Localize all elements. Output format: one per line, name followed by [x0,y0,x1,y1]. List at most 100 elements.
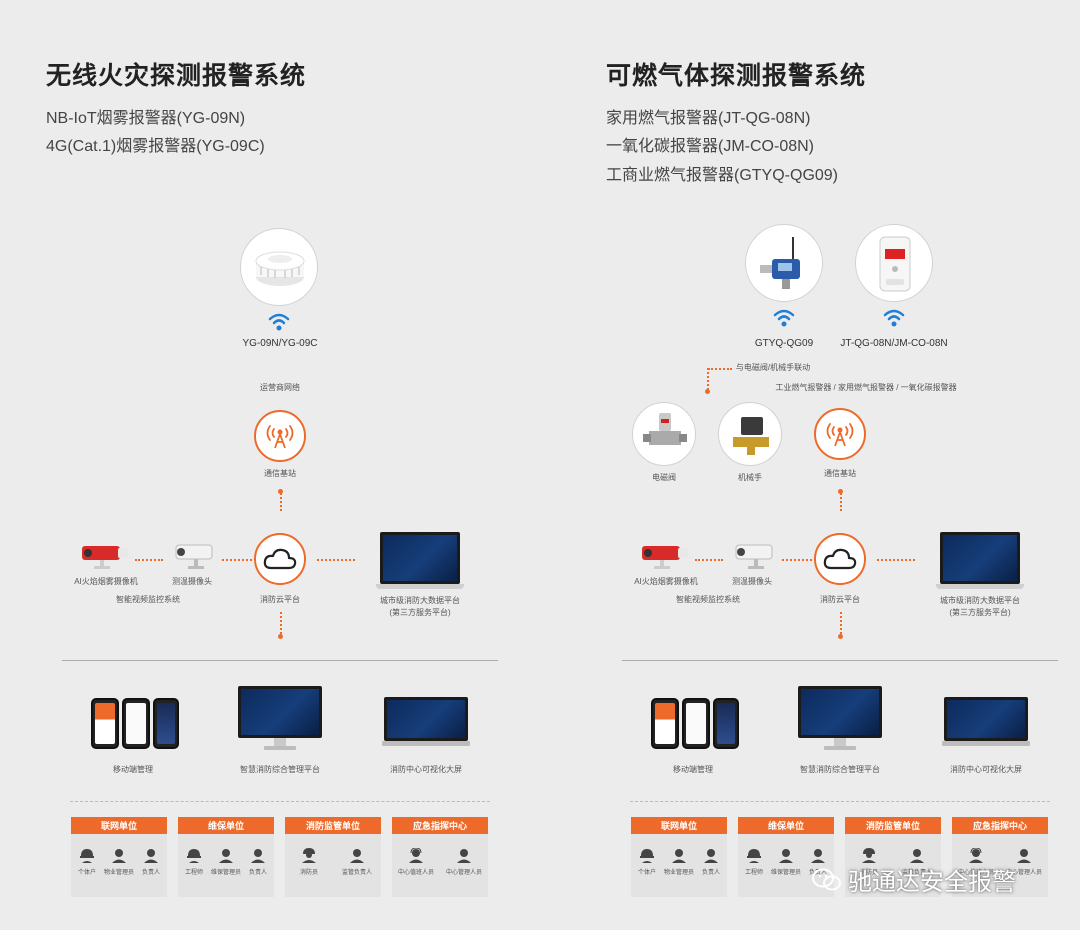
tower-icon [826,423,854,447]
wifi-icon [883,309,905,327]
cloud-node [814,533,866,585]
unit-title: 消防监管单位 [845,817,941,834]
subtitle-3: 工商业燃气报警器(GTYQ-QG09) [606,167,839,184]
unit-title: 应急指挥中心 [952,817,1048,834]
person-icon [144,849,158,863]
unit-card: 维保单位 工程师 维保管理员 负责人 [738,817,834,897]
unit-card: 联网单位 个体户 物业管理员 负责人 [71,817,167,897]
wechat-icon [812,868,841,890]
city-platform-laptop [376,532,464,590]
unit-card: 消防监管单位 消防员 监管负责人 [845,817,941,897]
wifi-icon [268,313,290,331]
unit-title: 维保单位 [178,817,274,834]
worker-icon [187,849,201,863]
cloud-node [254,533,306,585]
person-icon [704,849,718,863]
person-icon [1017,849,1031,863]
wifi-icon [773,309,795,327]
manager-icon [112,849,126,863]
unit-title: 消防监管单位 [285,817,381,834]
subtitle-1: NB-IoT烟雾报警器(YG-09N) [46,110,246,127]
phone-2 [122,698,150,749]
management-monitor [238,686,322,752]
watermark: 驰通达安全报警 [812,862,1016,897]
linkage-label: 与电磁阀/机械手联动 [735,363,811,372]
person-icon [457,849,471,863]
station-node [254,410,306,462]
worker-icon [747,849,761,863]
terminal-label-1: 移动端管理 [673,765,713,774]
big-screen-monitor [942,697,1030,749]
fire-detection-panel: 无线火灾探测报警系统 NB-IoT烟雾报警器(YG-09N) 4G(Cat.1)… [46,62,498,897]
cam2-label: 测温摄像头 [172,577,212,586]
person-icon [251,849,265,863]
unit-card: 维保单位 工程师 维保管理员 负责人 [178,817,274,897]
thermal-camera-image [175,544,213,569]
panel-title: 无线火灾探测报警系统 [46,62,307,90]
manager-icon [672,849,686,863]
operator-icon [409,848,423,863]
supervisor-icon [350,849,364,863]
unit-card: 应急指挥中心 中心值班人员 中心管理人员 [952,817,1048,897]
phone-2 [682,698,710,749]
cloud-icon [823,548,857,570]
ai-camera-image [642,546,688,569]
alarm-types-label: 工业燃气报警器 / 家用燃气报警器 / 一氧化碳报警器 [775,383,957,392]
tower-icon [266,425,294,449]
cam2-label: 测温摄像头 [732,577,772,586]
valve-label: 电磁阀 [652,473,676,482]
operator-icon [969,848,983,863]
camera-system-label: 智能视频监控系统 [676,595,740,604]
panel-title: 可燃气体探测报警系统 [606,62,867,90]
device2-label: JT-QG-08N/JM-CO-08N [840,338,948,349]
supervisor-icon [910,849,924,863]
city-platform-label: 城市级消防大数据平台 (第三方服务平台) [940,596,1020,617]
cloud-label: 消防云平台 [820,595,860,604]
cloud-icon [263,548,297,570]
device-label: YG-09N/YG-09C [242,338,318,349]
thermal-camera-image [735,544,773,569]
unit-card: 消防监管单位 消防员 监管负责人 [285,817,381,897]
station-label: 通信基站 [264,469,296,478]
big-screen-monitor [382,697,470,749]
ai-camera-image [82,546,128,569]
device1-label: GTYQ-QG09 [754,338,814,349]
terminal-label-2: 智慧消防综合管理平台 [800,765,880,774]
cam1-label: AI火焰烟雾摄像机 [74,577,138,586]
smoke-detector-image [240,228,318,306]
manipulator-label: 机械手 [738,473,762,482]
watermark-text: 驰通达安全报警 [848,869,1016,896]
operator-label: 运营商网络 [260,383,300,392]
terminal-label-1: 移动端管理 [113,765,153,774]
terminal-label-2: 智慧消防综合管理平台 [240,765,320,774]
phone-1 [91,698,119,749]
unit-card: 联网单位 个体户 物业管理员 负责人 [631,817,727,897]
phone-1 [651,698,679,749]
city-platform-laptop [936,532,1024,590]
manipulator-image [718,402,782,466]
station-label: 通信基站 [824,469,856,478]
gas-detection-panel: 可燃气体探测报警系统 家用燃气报警器(JT-QG-08N) 一氧化碳报警器(JM… [560,0,1080,930]
cam1-label: AI火焰烟雾摄像机 [634,577,698,586]
worker-icon [640,849,654,863]
solenoid-valve-image [632,402,696,466]
subtitle-2: 4G(Cat.1)烟雾报警器(YG-09C) [46,138,265,155]
subtitle-2: 一氧化碳报警器(JM-CO-08N) [606,138,814,155]
camera-system-label: 智能视频监控系统 [116,595,180,604]
manager-icon [779,849,793,863]
phone-3 [153,698,179,749]
firefighter-icon [302,848,316,863]
subtitle-1: 家用燃气报警器(JT-QG-08N) [606,110,811,127]
unit-title: 应急指挥中心 [392,817,488,834]
cloud-label: 消防云平台 [260,595,300,604]
station-node [814,408,866,460]
city-platform-label: 城市级消防大数据平台 (第三方服务平台) [380,596,460,617]
unit-title: 维保单位 [738,817,834,834]
home-detector-image [855,224,933,302]
unit-title: 联网单位 [631,817,727,834]
unit-title: 联网单位 [71,817,167,834]
firefighter-icon [862,848,876,863]
phone-3 [713,698,739,749]
terminal-label-3: 消防中心可视化大屏 [950,765,1022,774]
person-icon [811,849,825,863]
